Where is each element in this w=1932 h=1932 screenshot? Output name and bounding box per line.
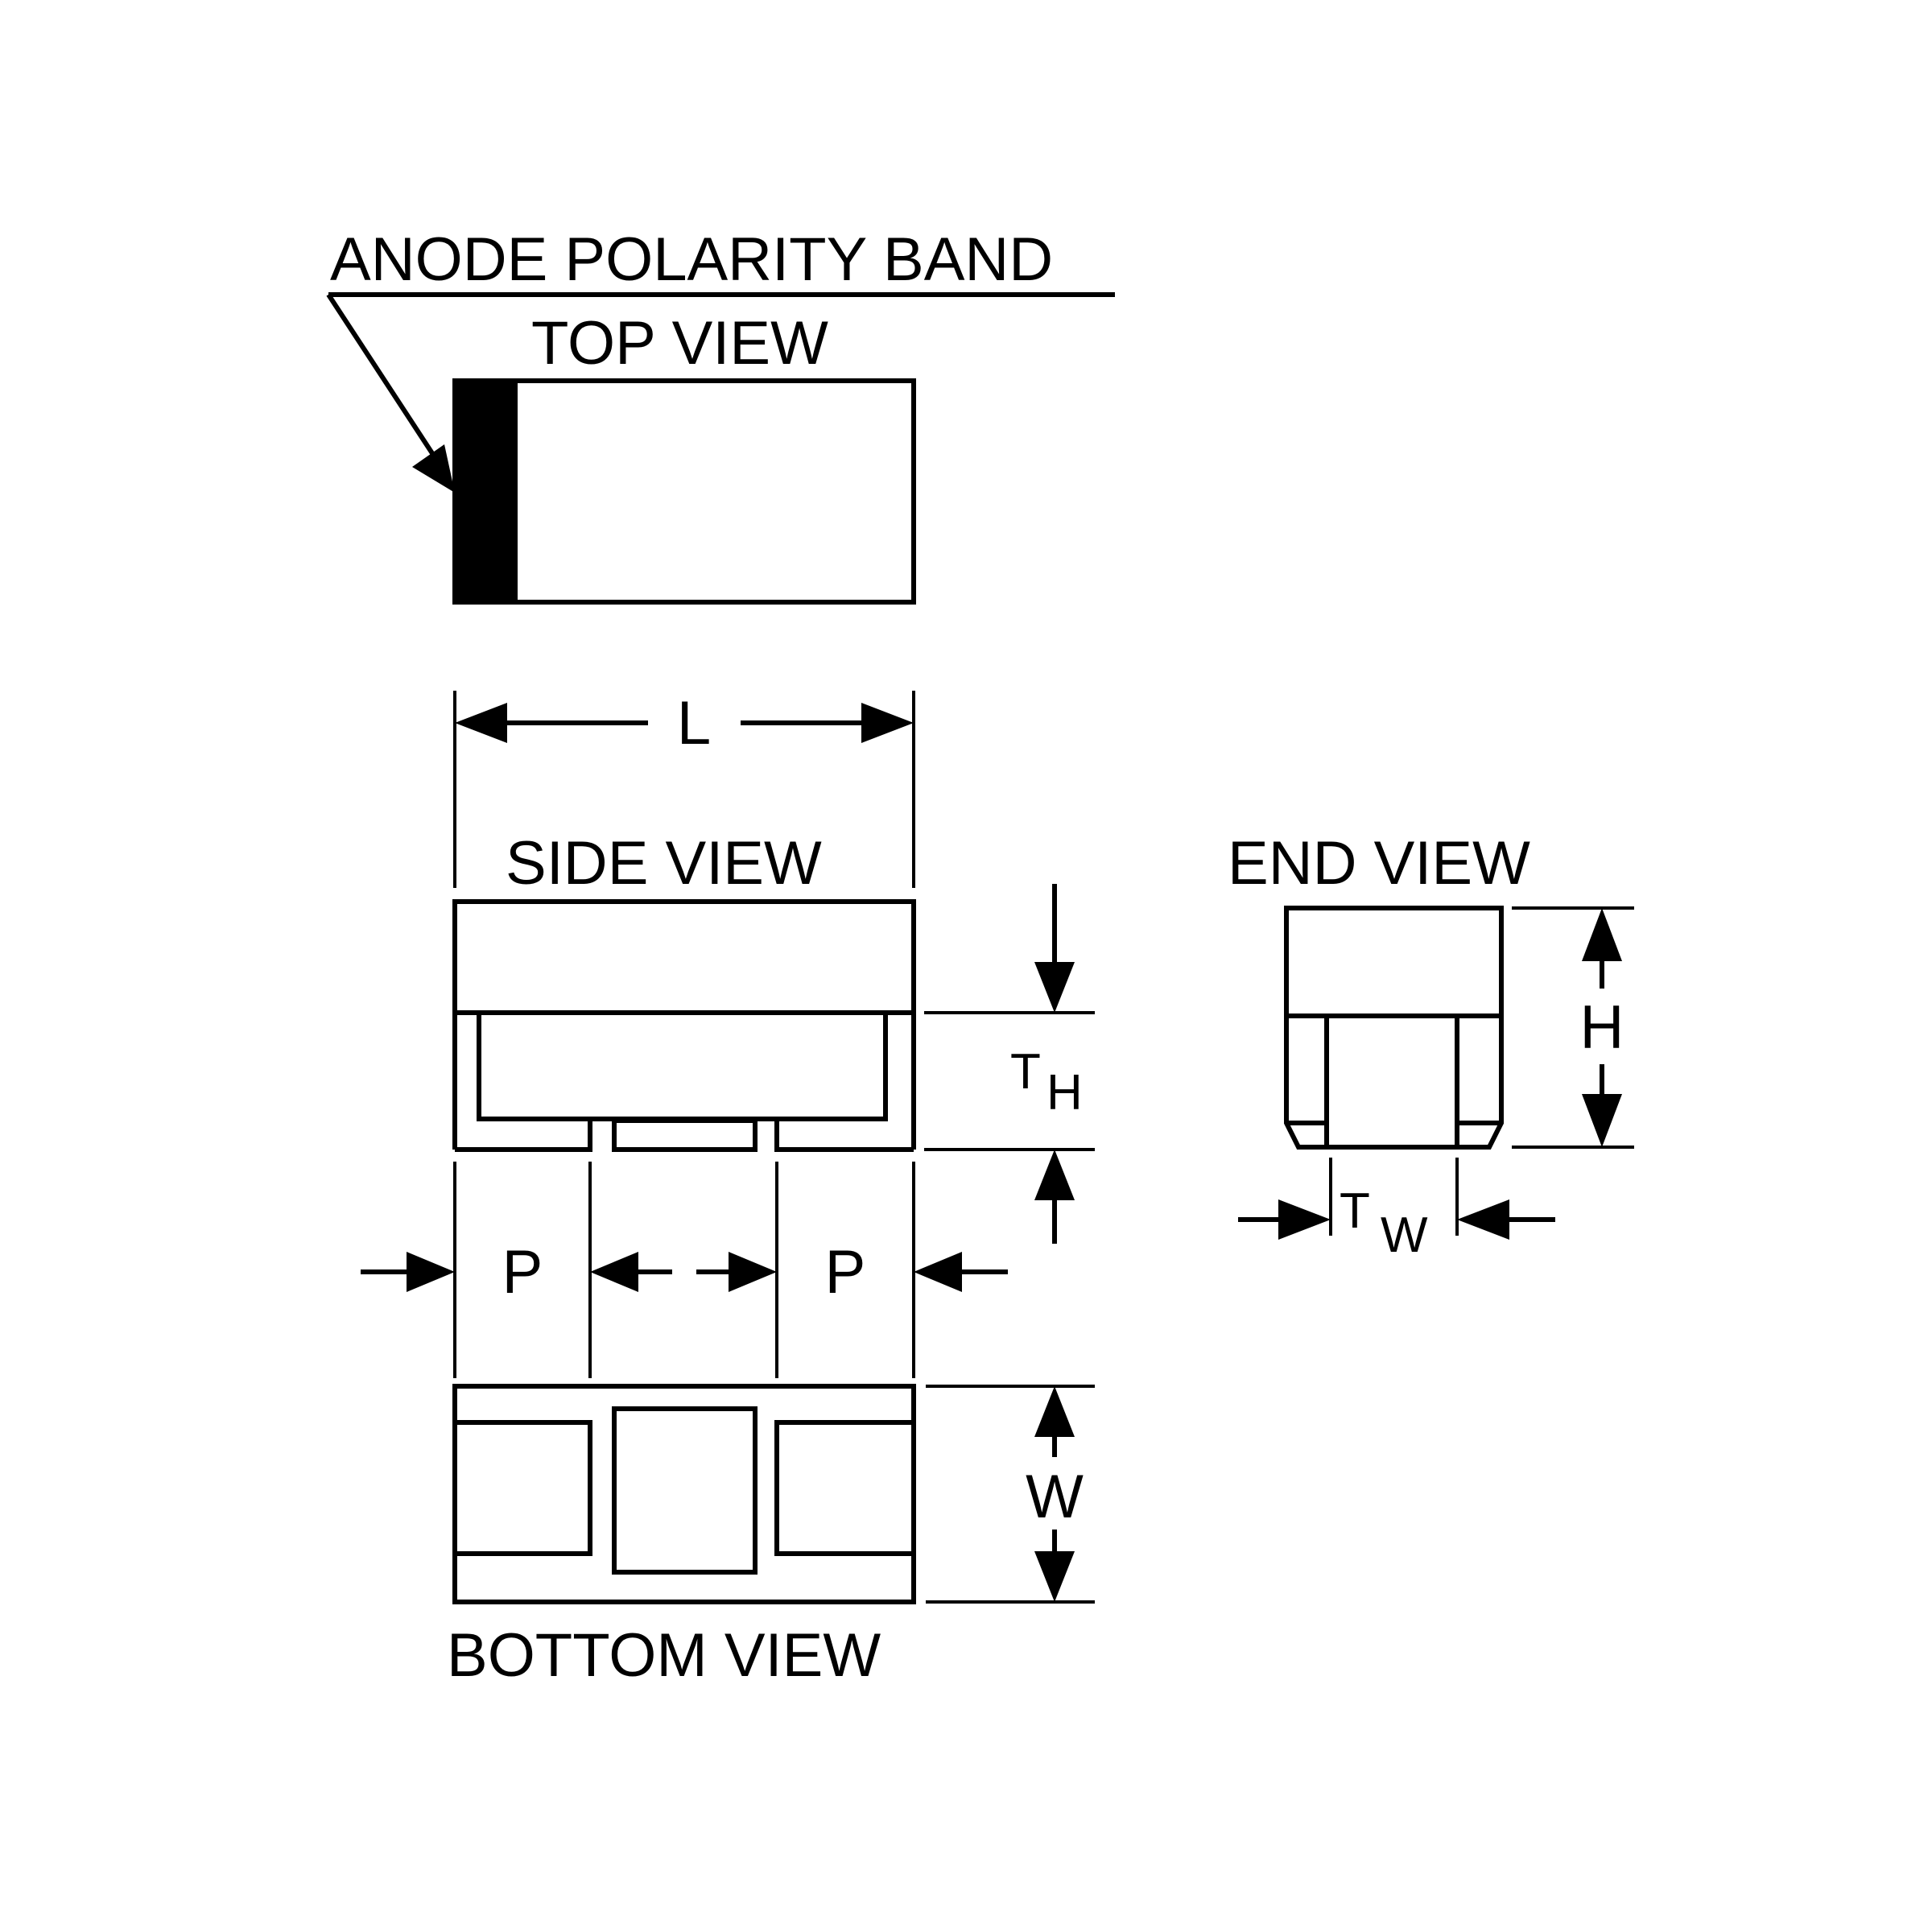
side-view: SIDE VIEW [452,829,916,1152]
side-view-body-top [452,899,916,1015]
p-right-outer-arrow [914,1252,962,1292]
tw-arrow-left [1278,1199,1331,1240]
th-label-main: T [1010,1044,1041,1100]
bottom-view: BOTTOM VIEW [447,1384,916,1690]
bottom-view-body [452,1384,916,1604]
end-view-body [1284,906,1504,1150]
bottom-view-pad-right [774,1420,916,1556]
side-view-foot-right [774,1121,914,1152]
tw-arrow-right [1457,1199,1509,1240]
bottom-view-label: BOTTOM VIEW [447,1621,881,1690]
side-view-foot-center [612,1118,758,1152]
end-view-label: END VIEW [1228,829,1530,898]
anode-polarity-band [455,381,518,602]
term-height-dimension: T H [924,884,1095,1244]
p-left-inner-arrow [590,1252,638,1292]
end-view: END VIEW [1228,829,1530,1150]
p-left-outer-arrow [407,1252,455,1292]
h-arrow-bottom [1582,1094,1622,1147]
w-arrow-bottom [1034,1551,1075,1602]
th-arrow-bottom [1034,1150,1075,1200]
side-view-label: SIDE VIEW [506,829,822,898]
width-dimension: W [926,1385,1095,1604]
h-label: H [1580,993,1624,1062]
side-view-foot-left [455,1121,592,1152]
tw-label-main: T [1340,1183,1370,1239]
length-arrow-left [455,703,507,743]
p-right-label: P [825,1238,866,1307]
w-arrow-top [1034,1386,1075,1437]
length-arrow-right [861,703,914,743]
term-width-dimension: T W [1238,1158,1555,1263]
w-label: W [1026,1463,1084,1531]
tw-label-sub: W [1381,1208,1428,1263]
anode-leader-arrowhead [412,444,455,493]
anode-leader-line [326,293,444,469]
anode-polarity-band-label: ANODE POLARITY BAND [330,225,1053,294]
top-view-label: TOP VIEW [531,309,828,378]
p-right-inner-arrow [729,1252,777,1292]
top-view: TOP VIEW [452,309,916,605]
height-dimension: H [1512,906,1634,1149]
th-label-sub: H [1046,1065,1083,1121]
bottom-view-pad-left [452,1420,592,1556]
bottom-view-pad-center [612,1406,758,1575]
length-label: L [677,689,711,758]
h-arrow-top [1582,908,1622,961]
th-arrow-top [1034,962,1075,1013]
top-view-body [452,378,916,605]
anode-polarity-band-callout: ANODE POLARITY BAND [326,225,1115,493]
side-view-inner-body [477,1013,888,1121]
pad-dimension: P P [361,1162,1008,1378]
p-left-label: P [502,1238,543,1307]
length-dimension: L [453,689,915,888]
